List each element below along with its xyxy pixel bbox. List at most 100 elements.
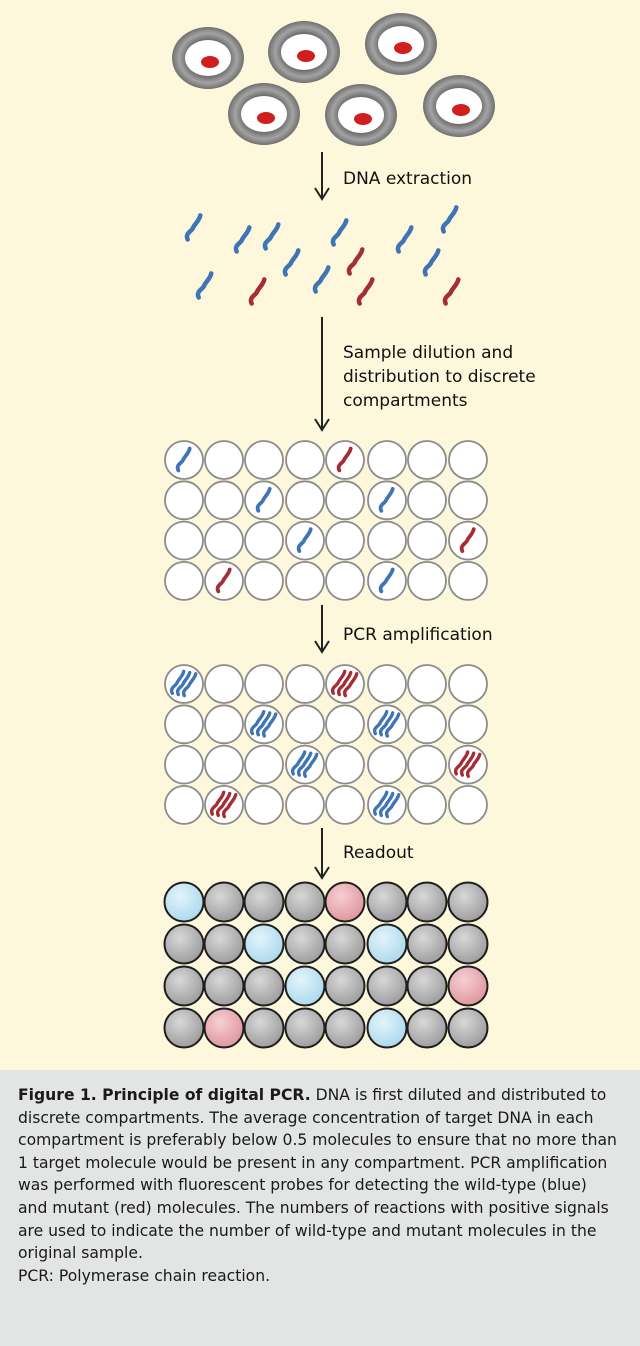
cells-group [172,13,495,146]
compartment-empty [448,785,488,825]
amplified-strand-blue [181,672,198,698]
dna-strand-blue [255,487,272,513]
compartment-empty [367,520,407,561]
dna-strand-red [459,527,476,553]
compartment-empty [284,923,326,965]
compartment-empty [325,480,365,521]
compartment-empty [285,440,325,480]
dna-fragment-blue [262,222,281,251]
cell-4 [228,83,300,145]
arrow-dna-extraction [314,152,330,201]
compartment-empty [447,881,489,923]
compartment-empty [407,440,447,480]
arrow-pcr-amplification [314,605,330,654]
compartment-empty [325,520,365,561]
amplified-strand-blue [261,712,278,738]
compartment-empty [325,785,365,825]
figure-caption-note: PCR: Polymerase chain reaction. [18,1266,271,1285]
compartment-empty [204,440,244,480]
compartment-grid-readout [163,881,489,1049]
amplified-strand-blue [255,711,272,737]
dna-fragment-blue [395,225,414,254]
compartment-empty [243,965,285,1007]
compartment-empty [324,923,366,965]
digital-pcr-diagram: DNA extraction Sample dilution and distr… [163,13,536,1049]
compartment-empty [367,440,407,480]
compartment-empty [366,965,408,1007]
amplified-strand-blue [290,750,307,776]
compartment-empty [164,785,204,825]
compartment-empty [164,561,204,601]
dna-strand-red [336,446,353,473]
compartment-blue [244,480,284,521]
compartment-empty [406,965,448,1007]
dna-fragment-blue [233,225,252,254]
amplified-strand-red [215,791,232,818]
compartment-red [204,561,244,601]
compartment-empty [285,704,325,745]
cell-1 [172,27,244,89]
compartment-empty [243,1007,285,1049]
amplified-strand-blue [175,670,192,697]
compartment-red [448,520,488,561]
compartment-empty [244,520,284,561]
compartment-empty [366,881,408,923]
compartment-blue [163,881,205,923]
amplified-strand-red [221,793,238,819]
compartment-empty [204,664,244,704]
compartment-empty [325,561,365,601]
dna-fragment-blue [184,213,203,242]
compartment-empty [448,664,488,704]
compartment-empty [244,664,284,704]
compartment-empty [284,881,326,923]
compartment-empty [164,480,204,521]
compartment-empty [244,785,284,825]
compartment-empty [325,744,365,785]
compartment-empty [203,965,245,1007]
amplified-strand-blue [169,669,186,695]
dna-fragment-blue [282,248,301,277]
compartment-empty [407,785,447,825]
compartment-empty [244,440,284,480]
dna-strand-red [215,567,232,594]
compartment-empty [285,664,325,704]
dna-fragment-red [248,277,267,306]
dna-fragment-red [442,277,461,306]
dna-strand-blue [378,567,395,594]
compartment-empty [204,744,244,785]
compartment-blue [244,704,284,745]
dna-strand-blue [175,446,192,473]
amplified-strand-red [453,750,470,776]
compartment-empty [407,480,447,521]
compartment-empty [407,704,447,745]
compartment-empty [284,1007,326,1049]
compartment-grid-distribution [164,440,488,601]
compartment-empty [163,1007,205,1049]
amplified-strand-blue [249,710,266,736]
amplified-strand-red [209,790,226,816]
compartment-blue [367,704,407,745]
amplified-strand-blue [384,712,401,738]
compartment-empty [163,923,205,965]
compartment-empty [447,1007,489,1049]
dna-strand-blue [378,487,395,513]
compartment-empty [164,744,204,785]
compartment-empty [367,744,407,785]
dna-fragment-blue [312,265,331,294]
arrow-sample-dilution [314,317,330,432]
dna-fragment-red [346,247,365,276]
dna-fragment-red [356,277,375,306]
compartment-red [448,744,488,785]
amplified-strand-blue [378,711,395,737]
step-label-readout: Readout [343,843,414,863]
step-label-pcr-amplification: PCR amplification [343,625,493,645]
amplified-strand-blue [302,752,319,778]
step-label-dna-extraction: DNA extraction [343,169,472,189]
compartment-empty [407,744,447,785]
compartment-blue [243,923,285,965]
compartment-empty [204,520,244,561]
compartment-empty [407,520,447,561]
dna-strand-blue [296,527,313,553]
compartment-empty [367,664,407,704]
compartment-empty [448,561,488,601]
